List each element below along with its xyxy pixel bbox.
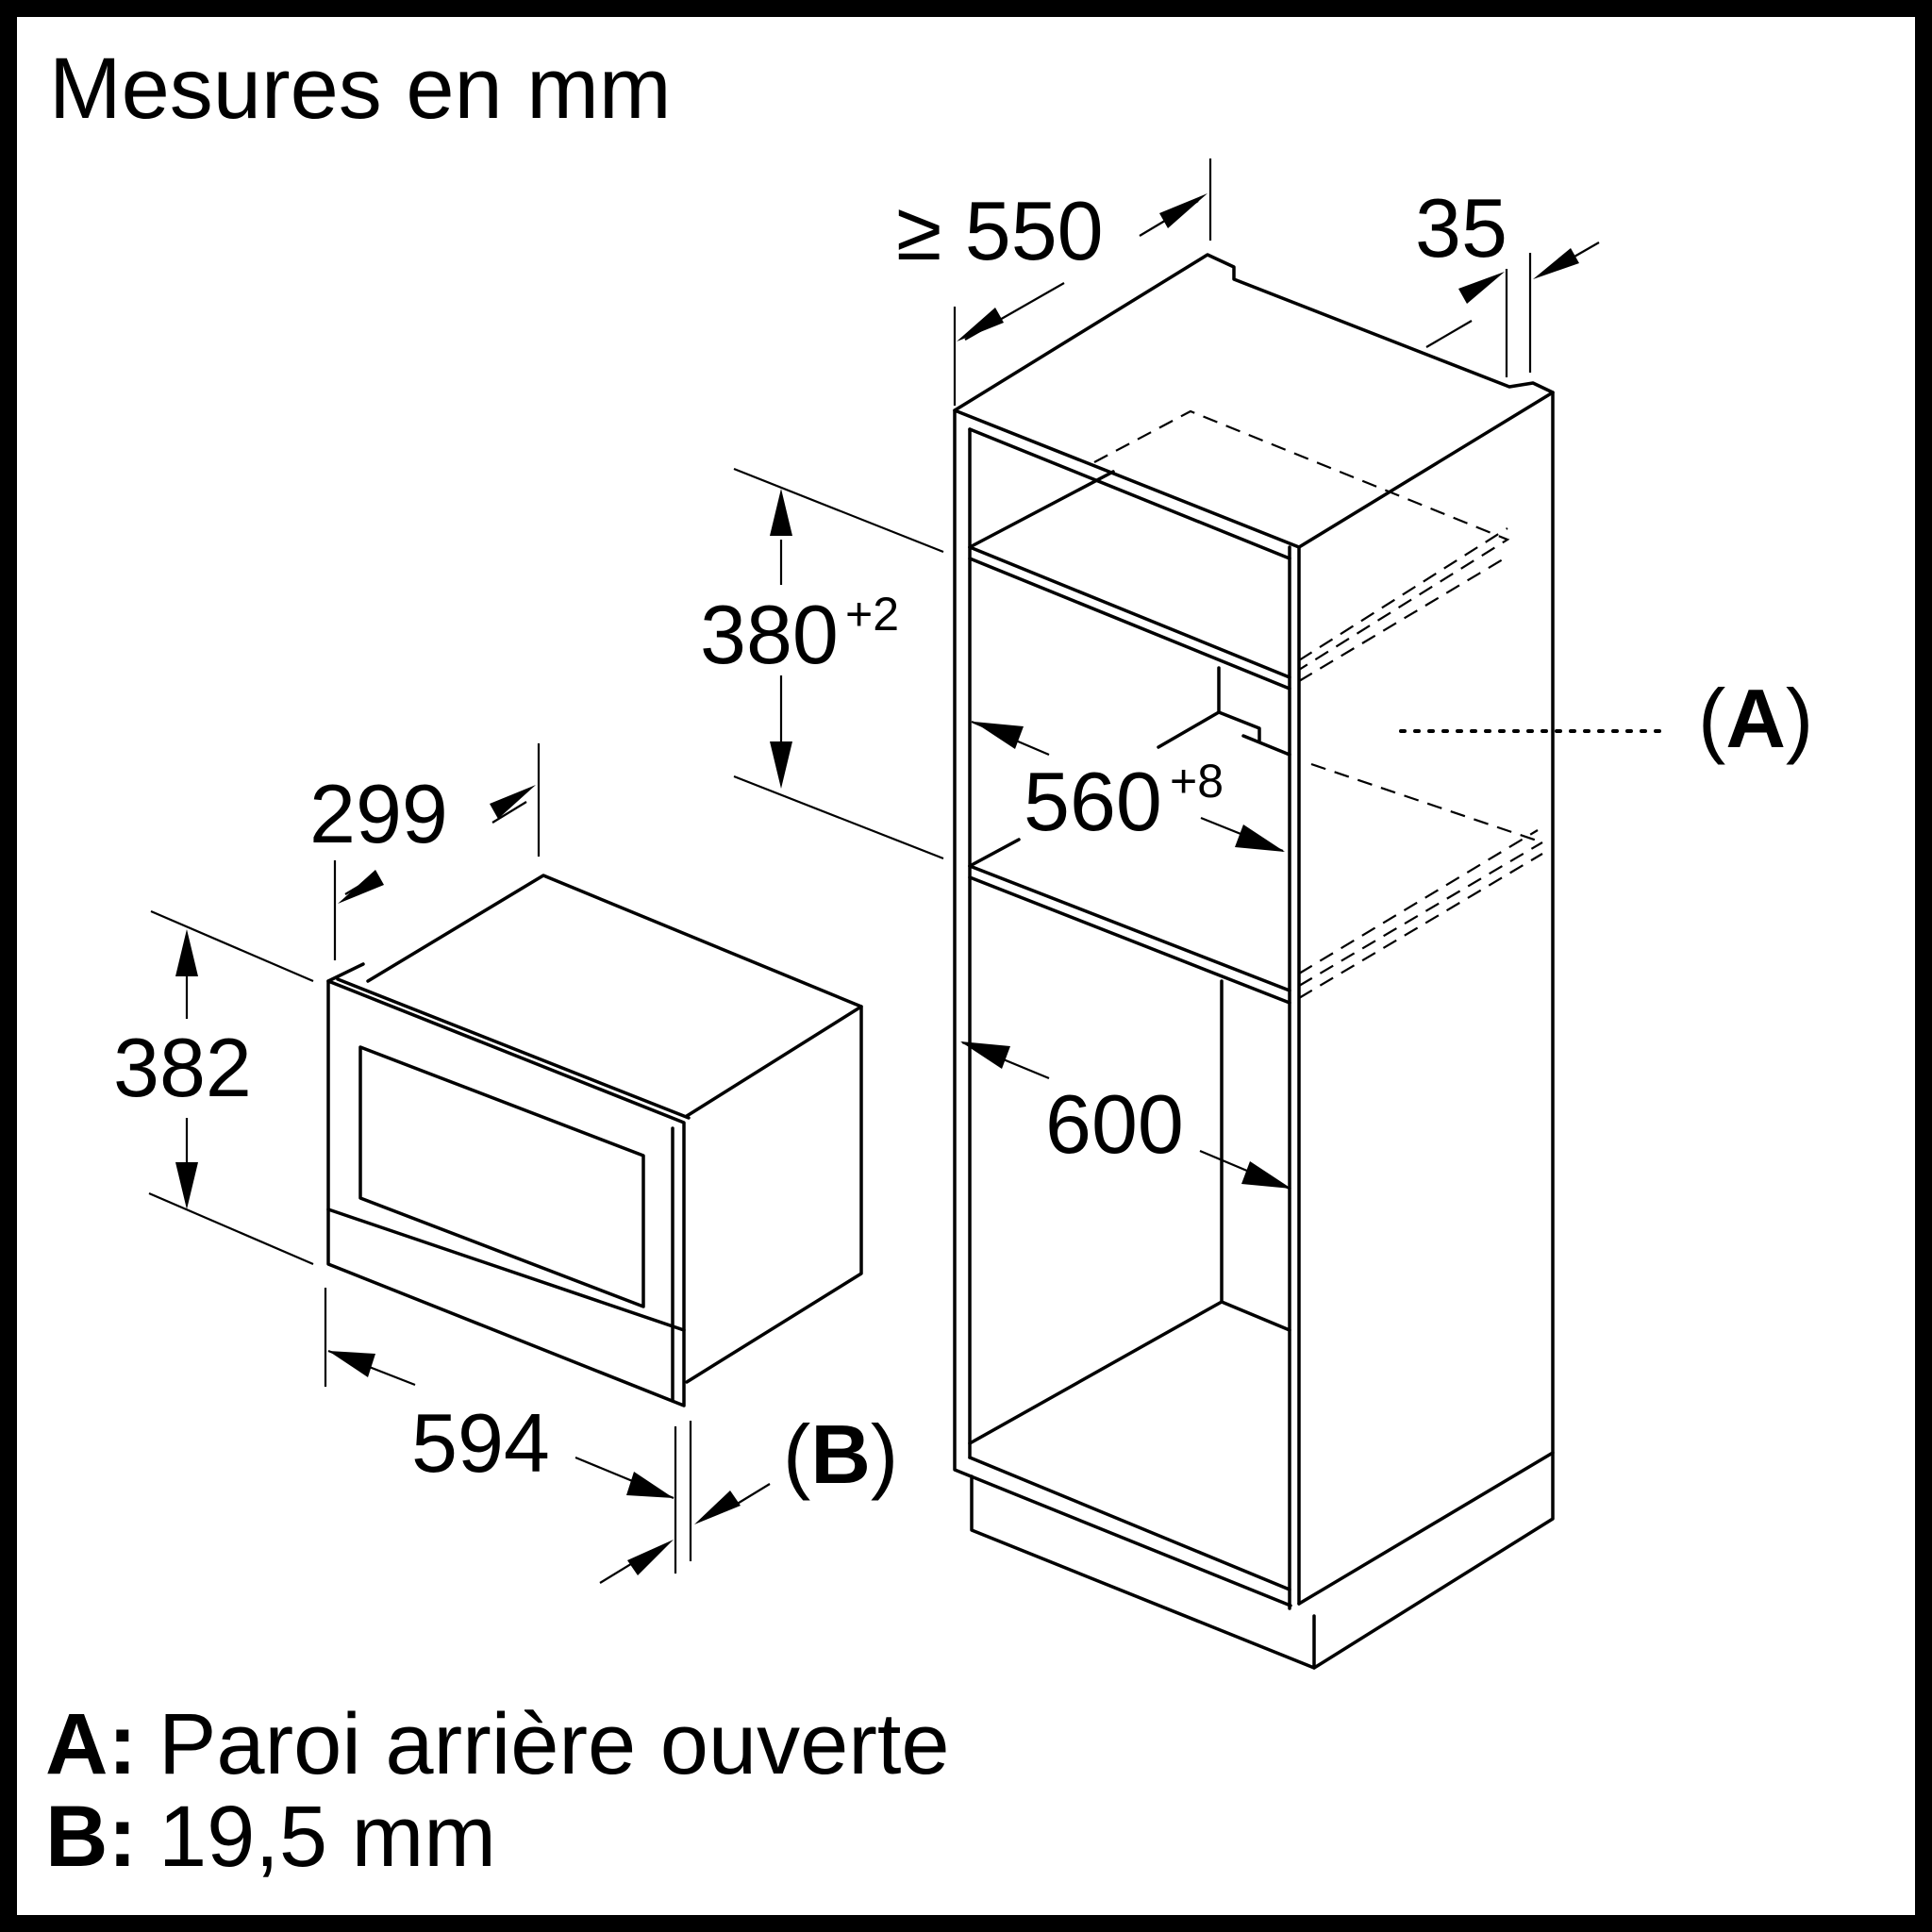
dim-top-offset: 35 (1415, 181, 1507, 275)
arrow-380-down (770, 741, 792, 789)
appliance-microwave (326, 874, 863, 1407)
svg-text:(A): (A) (1698, 672, 1813, 765)
legend-text-a: Paroi arrière ouverte (158, 1696, 950, 1792)
arrow-b-left (627, 1540, 674, 1575)
legend: A: Paroi arrière ouverte B: 19,5 mm (45, 1696, 950, 1885)
arrow-299-right (490, 785, 536, 819)
callout-a: (A) (1698, 672, 1813, 765)
dim-niche-height: 380 (700, 588, 839, 681)
dim-niche-width: 560 (1024, 755, 1162, 848)
callout-a-key: A (1725, 672, 1786, 765)
callout-a-close: ) (1786, 672, 1813, 765)
arrow-560-left (974, 722, 1024, 749)
arrow-550-left (957, 308, 1004, 341)
arrow-382-up (175, 929, 198, 976)
dim-niche-width-tolerance: +8 (1170, 755, 1224, 808)
arrow-594-right (626, 1472, 674, 1498)
dim-cabinet-width: 600 (1045, 1077, 1184, 1171)
arrow-594-left (328, 1351, 375, 1377)
legend-key-b: B: (45, 1789, 137, 1885)
arrow-35-left (1458, 272, 1505, 304)
callout-b-open: ( (783, 1407, 810, 1501)
arrow-560-right (1235, 824, 1285, 852)
callout-b: (B) (783, 1407, 898, 1501)
arrow-b-right (694, 1491, 741, 1524)
dim-appliance-height: 382 (113, 1021, 252, 1114)
tall-cabinet (953, 253, 1555, 1670)
arrow-382-down (175, 1162, 198, 1209)
dimension-lines (148, 158, 1667, 1584)
callout-b-key: B (810, 1407, 871, 1501)
callout-a-open: ( (1698, 672, 1725, 765)
dim-appliance-depth: 299 (309, 767, 448, 860)
legend-key-a: A: (45, 1696, 137, 1792)
arrow-299-left (338, 870, 384, 904)
dim-niche-height-tolerance: +2 (845, 588, 899, 641)
dim-niche-depth: ≥ 550 (896, 184, 1104, 277)
legend-text-b: 19,5 mm (158, 1789, 496, 1885)
svg-text:(B): (B) (783, 1407, 898, 1501)
callout-b-close: ) (871, 1407, 898, 1501)
page-title: Mesures en mm (49, 41, 672, 137)
arrow-600-right (1241, 1161, 1291, 1189)
arrow-35-right (1533, 248, 1579, 279)
arrow-550-right (1159, 193, 1208, 228)
dim-appliance-width: 594 (411, 1396, 550, 1490)
arrow-600-left (960, 1041, 1010, 1069)
arrow-380-up (770, 489, 792, 536)
